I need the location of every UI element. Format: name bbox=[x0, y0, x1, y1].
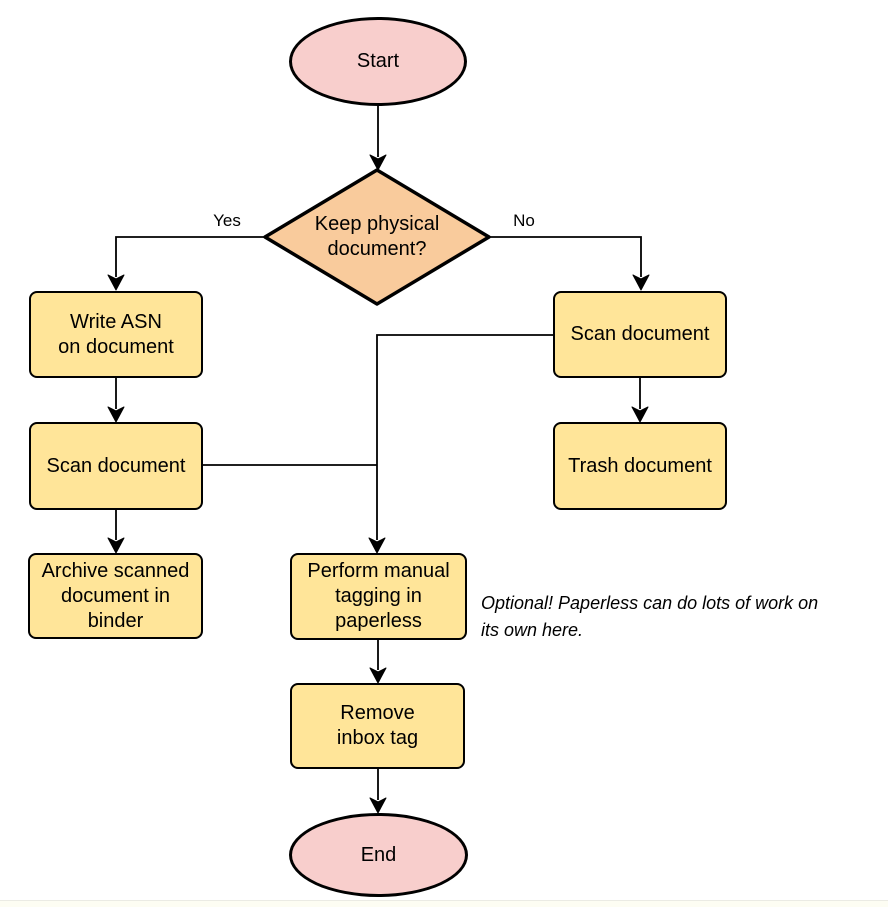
arrowhead-decision-yes bbox=[107, 274, 125, 291]
node-scan-right: Scan document bbox=[553, 291, 727, 378]
decision-diamond-shape bbox=[263, 168, 491, 306]
arrowhead-tagging-to-remove bbox=[369, 667, 387, 684]
arrowhead-scan-to-archive bbox=[107, 537, 125, 554]
node-archive-label: Archive scanned document in binder bbox=[41, 559, 190, 632]
arrowhead-scanright-to-tagging bbox=[368, 537, 386, 554]
node-decision-label: Keep physical document? bbox=[314, 213, 440, 260]
arrowhead-decision-no bbox=[632, 274, 650, 291]
node-end: End bbox=[289, 813, 468, 897]
node-archive: Archive scanned document in binder bbox=[28, 553, 203, 639]
edge-decision-no bbox=[489, 236, 642, 277]
node-scan-left-label: Scan document bbox=[46, 454, 186, 477]
node-start: Start bbox=[289, 17, 467, 106]
node-write-asn: Write ASN on document bbox=[29, 291, 203, 378]
arrowhead-writeasn-to-scan bbox=[107, 406, 125, 423]
node-remove-inbox-label: Remove inbox tag bbox=[336, 702, 419, 749]
arrowhead-scan-to-trash bbox=[631, 406, 649, 423]
node-end-label: End bbox=[360, 843, 397, 866]
node-decision: Keep physical document? bbox=[277, 201, 477, 273]
edge-label-no: No bbox=[513, 211, 535, 230]
arrowhead-start-to-decision bbox=[369, 154, 387, 171]
edge-decision-yes bbox=[115, 236, 265, 277]
node-write-asn-label: Write ASN on document bbox=[58, 310, 174, 358]
node-tagging-label: Perform manual tagging in paperless bbox=[307, 560, 450, 632]
node-trash: Trash document bbox=[553, 422, 727, 510]
node-scan-right-label: Scan document bbox=[570, 323, 710, 345]
node-trash-label: Trash document bbox=[568, 454, 712, 477]
node-remove-inbox: Remove inbox tag bbox=[290, 683, 465, 769]
arrowhead-remove-to-end bbox=[369, 797, 387, 814]
edge-label-yes: Yes bbox=[213, 211, 241, 230]
node-start-label: Start bbox=[356, 50, 400, 72]
edge-scanright-to-tagging bbox=[376, 334, 553, 540]
page-bottom-edge bbox=[0, 900, 888, 907]
node-scan-left: Scan document bbox=[29, 422, 203, 510]
node-tagging: Perform manual tagging in paperless bbox=[290, 553, 467, 640]
optional-note: Optional! Paperless can do lots of work … bbox=[481, 593, 819, 640]
